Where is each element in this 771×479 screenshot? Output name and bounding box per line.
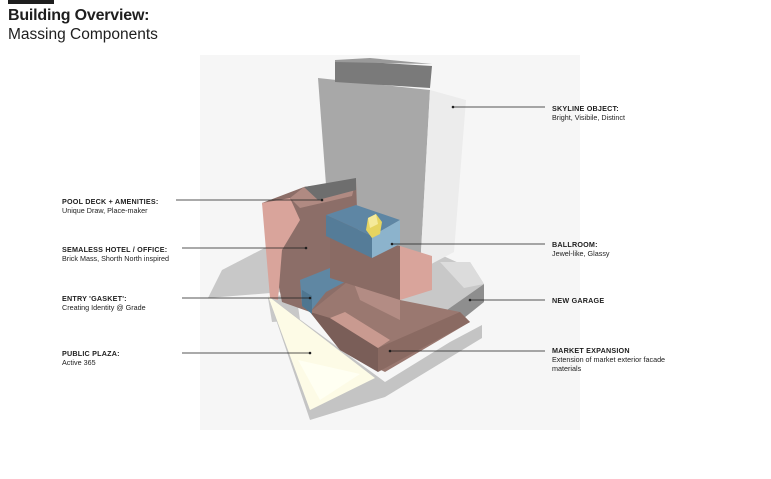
callout-description: Jewel-like, Glassy xyxy=(552,249,610,258)
callout-title: NEW GARAGE xyxy=(552,296,605,305)
hotel-leader-dot xyxy=(304,246,308,250)
callout-new-garage: NEW GARAGE xyxy=(552,296,604,305)
ballroom-leader-dot xyxy=(390,242,394,246)
callout-description: Active 365 xyxy=(62,358,96,367)
skyline-leader-dot xyxy=(451,105,455,109)
market-leader-dot xyxy=(388,349,392,353)
callout-title: PUBLIC PLAZA: xyxy=(62,349,120,358)
callout-title: SKYLINE OBJECT: xyxy=(552,104,619,113)
callout-description: Bright, Visibile, Distinct xyxy=(552,113,625,122)
pool-leader-dot xyxy=(320,198,324,202)
ballroom xyxy=(326,205,400,258)
garage-leader-dot xyxy=(468,298,472,302)
plaza-leader-dot xyxy=(308,351,312,355)
callout-ballroom: BALLROOM: Jewel-like, Glassy xyxy=(552,240,610,258)
page-subtitle: Massing Components xyxy=(8,26,158,43)
page-title: Building Overview: xyxy=(8,7,150,24)
callout-public-plaza: PUBLIC PLAZA: Active 365 xyxy=(62,349,120,367)
callout-description: Brick Mass, Shorth North inspired xyxy=(62,254,170,263)
header-accent-bar xyxy=(8,0,54,4)
callout-description: Unique Draw, Place-maker xyxy=(62,206,148,215)
jewel-feature xyxy=(366,214,382,238)
callout-market-expansion: MARKET EXPANSION Extension of market ext… xyxy=(552,346,672,373)
callout-title: MARKET EXPANSION xyxy=(552,346,630,355)
callout-title: BALLROOM: xyxy=(552,240,598,249)
market-expansion xyxy=(310,278,470,372)
callout-description: Creating Identity @ Grade xyxy=(62,303,146,312)
skyline-tower xyxy=(318,58,466,270)
callout-title: ENTRY 'GASKET': xyxy=(62,294,127,303)
callout-pool-deck: POOL DECK + AMENITIES: Unique Draw, Plac… xyxy=(62,197,158,215)
callout-hotel-office: SEMALESS HOTEL / OFFICE: Brick Mass, Sho… xyxy=(62,245,174,263)
callout-entry-gasket: ENTRY 'GASKET': Creating Identity @ Grad… xyxy=(62,294,146,312)
public-plaza xyxy=(268,296,482,420)
callout-title: POOL DECK + AMENITIES: xyxy=(62,197,159,206)
callout-description: Extension of market exterior facade mate… xyxy=(552,355,666,373)
callout-skyline-object: SKYLINE OBJECT: Bright, Visibile, Distin… xyxy=(552,104,625,122)
entry-leader-dot xyxy=(308,296,312,300)
callout-title: SEMALESS HOTEL / OFFICE: xyxy=(62,245,168,254)
